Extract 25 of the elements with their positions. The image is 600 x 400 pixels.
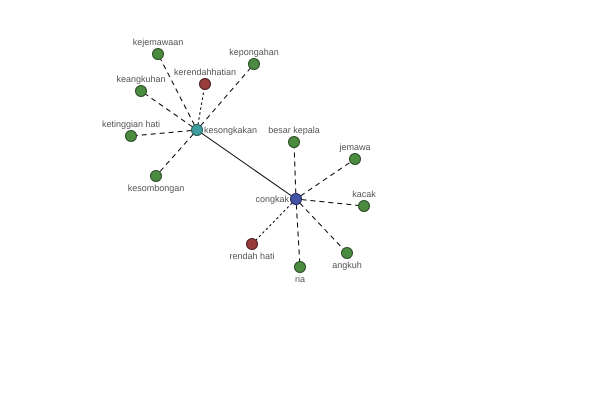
node-label: besar kepala xyxy=(268,125,320,135)
node-label: ketinggian hati xyxy=(102,119,160,129)
connector-line xyxy=(300,162,351,196)
connector-line xyxy=(296,204,300,262)
connector-line xyxy=(201,132,292,196)
node-label: kesombongan xyxy=(128,183,184,193)
connector-line xyxy=(160,58,195,126)
node-label: jemawa xyxy=(340,142,371,152)
connector-line xyxy=(159,134,194,172)
connector-line xyxy=(145,94,193,128)
connector-line xyxy=(300,199,360,206)
node-label: keangkuhan xyxy=(116,74,166,84)
node-label: kerendahhatian xyxy=(174,67,236,77)
connector-line xyxy=(136,130,192,136)
node-label: ria xyxy=(294,274,305,284)
node-label: congkak xyxy=(255,194,289,204)
node-label: kacak xyxy=(352,189,376,199)
connector-line xyxy=(294,147,296,194)
node-label: kejemawaan xyxy=(132,37,184,47)
connector-line xyxy=(200,68,251,126)
node-label: angkuh xyxy=(332,260,362,270)
node-label: kesongkakan xyxy=(204,125,258,135)
connector-line xyxy=(255,202,293,241)
node-label: kepongahan xyxy=(229,47,279,57)
node-label: rendah hati xyxy=(229,251,275,261)
